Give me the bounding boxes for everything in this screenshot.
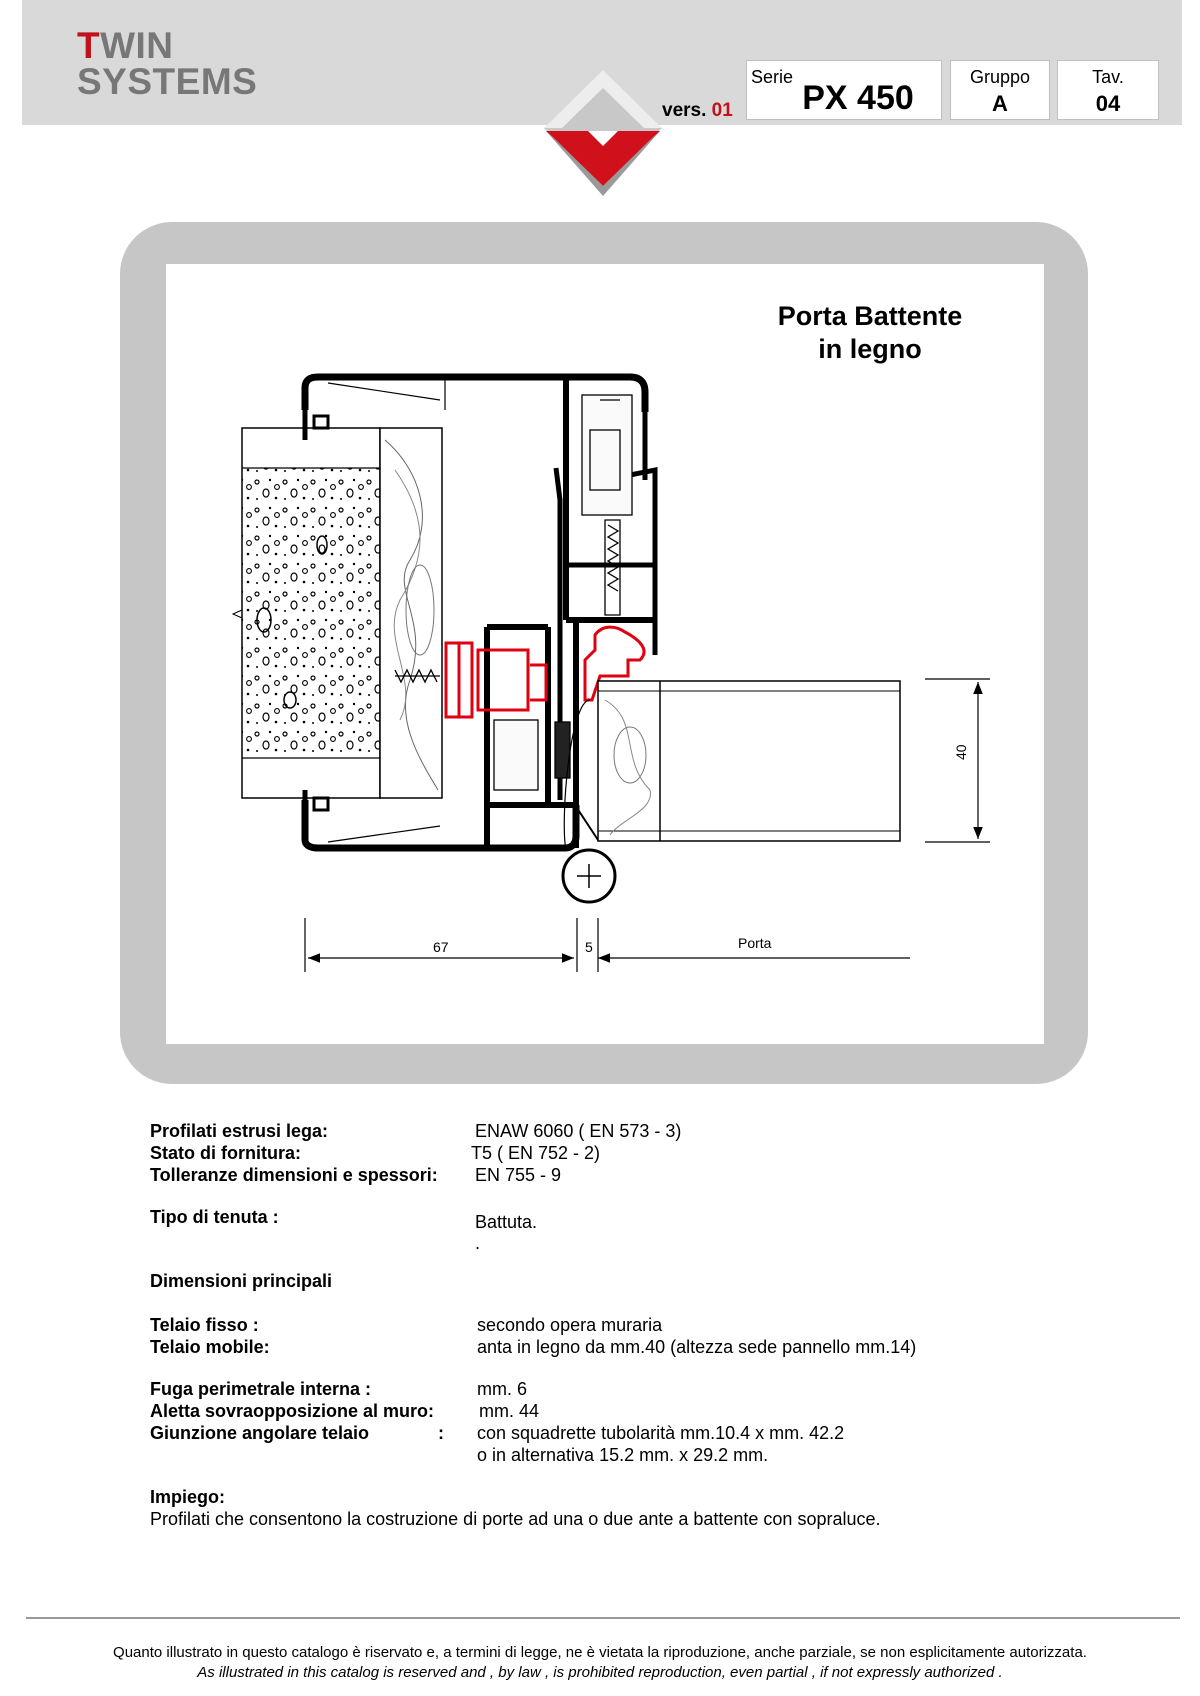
gruppo-value: A (992, 91, 1008, 116)
fuga-value: mm. 6 (477, 1379, 528, 1399)
dimension-40-label: 40 (953, 744, 969, 760)
stato-label: Stato di fornitura: (150, 1143, 301, 1163)
serie-box: Serie PX 450 (746, 60, 942, 120)
telaio-mobile-value: anta in legno da mm.40 (altezza sede pan… (477, 1337, 917, 1357)
tav-label: Tav. (1092, 67, 1124, 87)
hinge-pin (561, 699, 617, 904)
fuga-label: Fuga perimetrale interna : (150, 1379, 372, 1399)
logo-word-systems: SYSTEMS (77, 61, 258, 102)
wooden-door-leaf (597, 680, 901, 842)
red-hinge-component (444, 625, 646, 719)
footer-copyright-en: As illustrated in this catalog is reserv… (197, 1664, 1003, 1681)
giunzione-value-alt: o in alternativa 15.2 mm. x 29.2 mm. (477, 1445, 769, 1465)
giunzione-value: con squadrette tubolarità mm.10.4 x mm. … (477, 1423, 845, 1443)
tenuta-dot: . (475, 1233, 481, 1253)
tolleranze-label: Tolleranze dimensioni e spessori: (150, 1165, 438, 1185)
aletta-label: Aletta sovraopposizione al muro: (150, 1401, 435, 1421)
gruppo-label: Gruppo (969, 67, 1031, 87)
drawing-title: Porta Battente in legno (700, 300, 1040, 366)
gruppo-box: Gruppo A (950, 60, 1050, 120)
aletta-value: mm. 44 (479, 1401, 540, 1421)
telaio-mobile-label: Telaio mobile: (150, 1337, 270, 1357)
tolleranze-value: EN 755 - 9 (475, 1165, 562, 1185)
footer-divider (26, 1617, 1180, 1619)
drawing-title-line1: Porta Battente (777, 301, 963, 331)
giunzione-colon: : (438, 1423, 444, 1443)
concrete-wall (231, 427, 381, 799)
serie-value: PX 450 (802, 79, 914, 117)
tenuta-label: Tipo di tenuta : (150, 1207, 279, 1227)
drawing-title-line2: in legno (818, 334, 922, 364)
version-number: 01 (711, 100, 733, 121)
dimension-67-label: 67 (433, 939, 449, 955)
profilati-label: Profilati estrusi lega: (150, 1121, 329, 1141)
serie-label: Serie (751, 67, 794, 87)
dimensioni-heading: Dimensioni principali (150, 1271, 333, 1291)
dimension-5-label: 5 (585, 939, 593, 955)
footer-copyright-it: Quanto illustrato in questo catalogo è r… (113, 1644, 1087, 1661)
tav-box: Tav. 04 (1057, 60, 1159, 120)
logo-letter-t: T (77, 25, 101, 66)
hardware-parts (394, 394, 633, 791)
dimension-porta-label: Porta (738, 935, 772, 951)
telaio-fisso-value: secondo opera muraria (477, 1315, 663, 1335)
twin-systems-logo: TWIN SYSTEMS (77, 25, 258, 102)
wood-subframe (379, 427, 443, 799)
giunzione-label: Giunzione angolare telaio (150, 1423, 370, 1443)
impiego-value: Profilati che consentono la costruzione … (150, 1509, 881, 1529)
aluminium-profile (301, 373, 658, 852)
tenuta-value: Battuta. (475, 1212, 538, 1232)
tav-value: 04 (1095, 91, 1121, 116)
section-drawing: 40 67 5 Porta (231, 373, 990, 972)
impiego-label: Impiego: (150, 1487, 225, 1507)
diamond-logo-icon (544, 70, 662, 196)
telaio-fisso-label: Telaio fisso : (150, 1315, 259, 1335)
profilati-value: ENAW 6060 ( EN 573 - 3) (475, 1121, 682, 1141)
stato-value: T5 ( EN 752 - 2) (471, 1143, 601, 1163)
version-label: vers. 01 (662, 100, 733, 121)
dimension-lines (304, 678, 990, 972)
logo-word-win: WIN (100, 25, 174, 66)
